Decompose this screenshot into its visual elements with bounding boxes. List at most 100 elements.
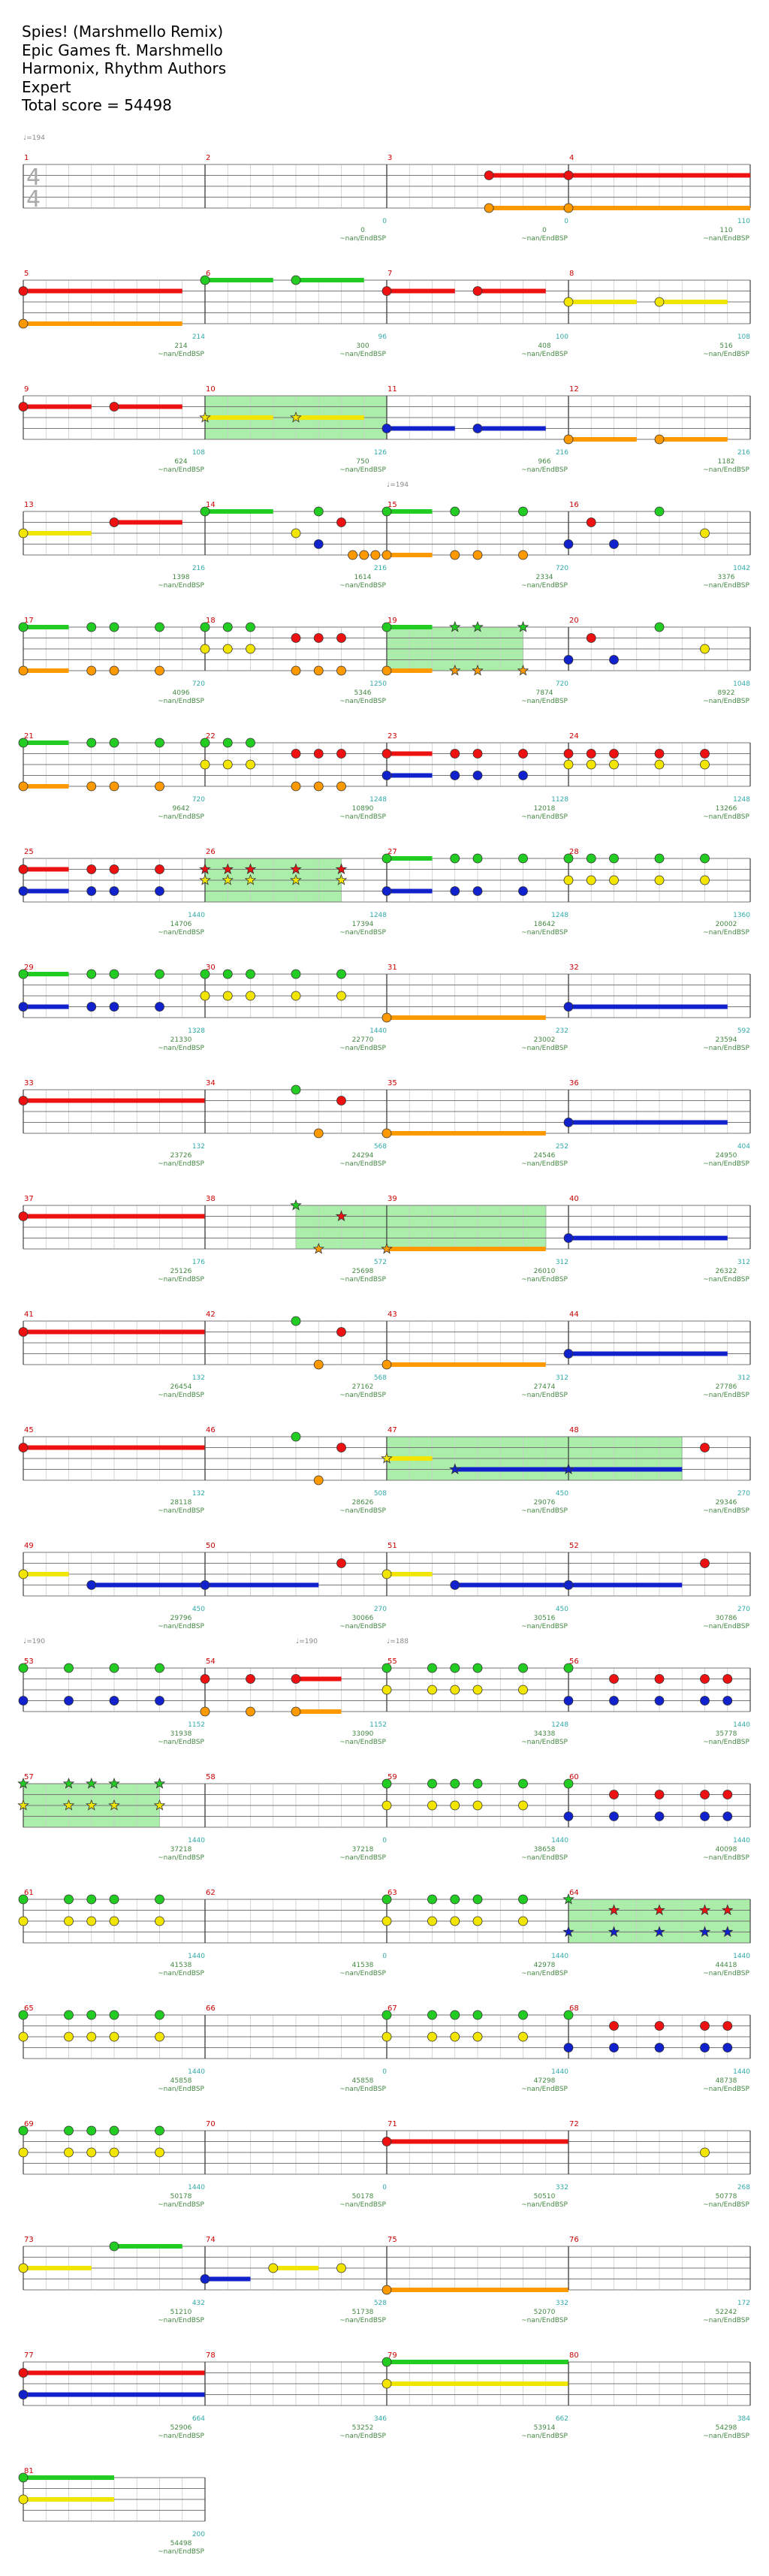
- measure-8: [563, 279, 751, 324]
- cumulative-score: 30066: [352, 1615, 374, 1622]
- bsp-label: ~nan/EndBSP: [703, 929, 749, 937]
- measure-score: 720: [192, 796, 205, 804]
- measure-score: 450: [556, 1490, 568, 1498]
- measure-number: 68: [569, 2004, 579, 2013]
- star-note: [722, 1926, 734, 1938]
- measure-score: 450: [556, 1606, 568, 1613]
- cumulative-score: 516: [719, 342, 732, 350]
- star-note: [244, 863, 257, 875]
- measure-9: [18, 395, 206, 440]
- note: [518, 1685, 528, 1695]
- measure-score: 720: [556, 680, 568, 688]
- note: [18, 2032, 29, 2042]
- measure-number: 36: [569, 1079, 579, 1087]
- measure-51: [381, 1552, 569, 1597]
- cumulative-score: 33090: [352, 1730, 374, 1738]
- note: [450, 1663, 460, 1673]
- measure-43: [381, 1320, 569, 1370]
- cumulative-score: 29796: [170, 1615, 192, 1622]
- note: [472, 771, 483, 780]
- note: [291, 749, 301, 759]
- measure-13: [18, 511, 206, 556]
- note: [609, 1696, 619, 1706]
- measure-score: 312: [737, 1374, 750, 1382]
- measure-score: 108: [192, 449, 205, 457]
- measure-score: 1048: [733, 680, 750, 688]
- measure-score: 0: [382, 1953, 387, 1960]
- star-note: [108, 1777, 120, 1789]
- measure-3: [386, 164, 569, 213]
- bsp-label: ~nan/EndBSP: [703, 2201, 749, 2209]
- cumulative-score: 24294: [352, 1152, 374, 1160]
- bsp-label: ~nan/EndBSP: [703, 582, 749, 590]
- measure-number: 59: [388, 1773, 397, 1781]
- note: [200, 275, 210, 285]
- star-note: [86, 1799, 98, 1811]
- measure-score: 592: [737, 1027, 750, 1035]
- cumulative-score: 50178: [170, 2193, 192, 2200]
- cumulative-score: 22770: [352, 1036, 374, 1044]
- note: [586, 633, 596, 643]
- measure-score: 232: [556, 1027, 568, 1035]
- note: [700, 2021, 710, 2031]
- measure-score: 1248: [369, 796, 387, 804]
- cumulative-score: 52242: [716, 2309, 737, 2316]
- note: [109, 1894, 119, 1905]
- bsp-label: ~nan/EndBSP: [339, 1854, 386, 1862]
- measure-69: [18, 2125, 206, 2175]
- measure-number: 63: [388, 1889, 397, 1897]
- cumulative-score: 45858: [352, 2077, 374, 2085]
- measure-score: 252: [556, 1143, 568, 1151]
- measure-score: 1440: [369, 1027, 387, 1035]
- bsp-label: ~nan/EndBSP: [703, 1507, 749, 1515]
- note: [18, 2010, 29, 2020]
- note: [563, 1349, 574, 1359]
- star-note: [722, 1904, 734, 1916]
- measure-score: 332: [556, 2184, 568, 2191]
- note: [381, 853, 392, 864]
- note: [336, 633, 346, 643]
- cumulative-score: 25126: [170, 1268, 192, 1275]
- measure-number: 38: [206, 1195, 216, 1203]
- note: [472, 886, 483, 896]
- note: [86, 969, 97, 979]
- measure-score: 664: [192, 2415, 205, 2423]
- note: [518, 1894, 528, 1905]
- song-artist: Epic Games ft. Marshmello: [22, 41, 223, 59]
- bsp-label: ~nan/EndBSP: [521, 2201, 568, 2209]
- bsp-label: ~nan/EndBSP: [703, 466, 749, 474]
- note: [563, 749, 574, 759]
- measure-score: 1440: [551, 1837, 568, 1845]
- note: [563, 759, 574, 770]
- bsp-label: ~nan/EndBSP: [703, 1623, 749, 1630]
- note: [381, 1800, 392, 1811]
- measure-number: 51: [388, 1542, 397, 1550]
- measure-number: 7: [388, 270, 392, 278]
- star-note: [335, 1210, 348, 1222]
- note: [609, 875, 619, 885]
- measure-score: 332: [556, 2300, 568, 2307]
- bsp-label: ~nan/EndBSP: [521, 1507, 568, 1515]
- measure-number: 30: [206, 964, 216, 972]
- note: [200, 738, 210, 748]
- bsp-label: ~nan/EndBSP: [339, 1392, 386, 1399]
- bsp-label: ~nan/EndBSP: [158, 2201, 204, 2209]
- cumulative-score: 27474: [534, 1383, 556, 1391]
- measure-number: 16: [569, 501, 579, 509]
- measure-31: [381, 973, 569, 1023]
- note: [64, 1916, 74, 1926]
- note: [700, 644, 710, 654]
- cumulative-score: 30786: [716, 1615, 737, 1622]
- measure-number: 58: [206, 1773, 216, 1781]
- note: [291, 991, 301, 1001]
- star-note: [449, 620, 461, 632]
- measure-score: 1248: [551, 1721, 568, 1729]
- cumulative-score: 30516: [534, 1615, 556, 1622]
- note: [381, 286, 392, 296]
- bsp-label: ~nan/EndBSP: [703, 698, 749, 705]
- cumulative-score: 24950: [716, 1152, 737, 1160]
- note: [86, 1894, 97, 1905]
- cumulative-score: 110: [719, 227, 732, 234]
- note: [18, 2390, 29, 2400]
- cumulative-score: 214: [174, 342, 187, 350]
